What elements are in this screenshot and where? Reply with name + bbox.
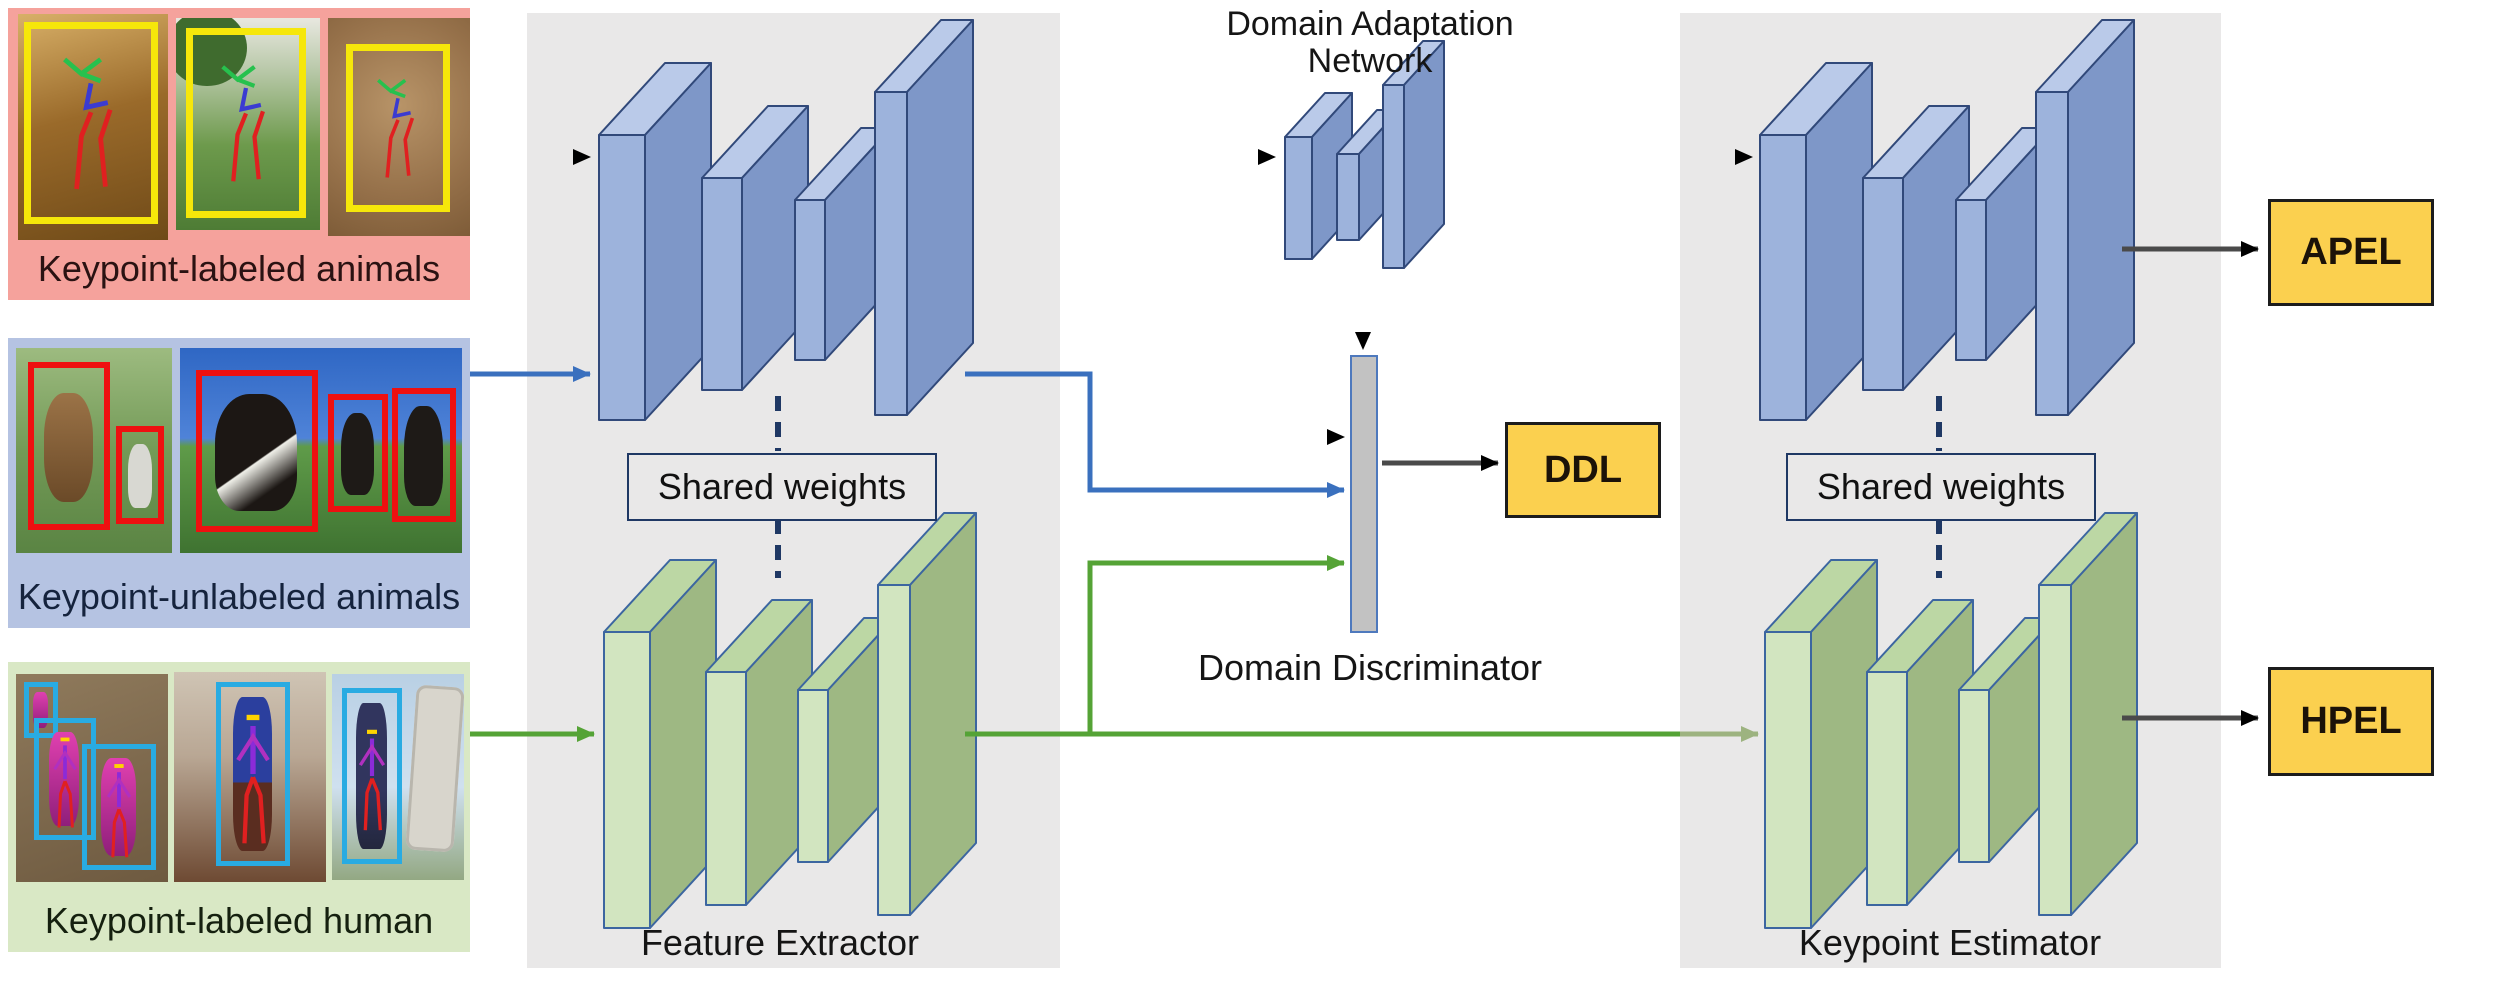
shared-weights-text: Shared weights xyxy=(1816,466,2066,507)
photo-cows-pasture xyxy=(180,348,462,553)
photo-pisa-person xyxy=(332,674,464,880)
bounding-box xyxy=(216,682,290,866)
photo-cows-field xyxy=(16,348,172,553)
source-label: Keypoint-labeled animals xyxy=(37,248,441,289)
bounding-box xyxy=(186,28,306,218)
arrow-red-to-discriminator-top xyxy=(1355,332,1371,350)
source-group-labeled-animals: Keypoint-labeled animals xyxy=(8,8,470,300)
hpel-text: HPEL xyxy=(2300,700,2402,742)
ddl-text: DDL xyxy=(1543,448,1623,491)
domain-discriminator-bar xyxy=(1350,355,1378,633)
apel-text: APEL xyxy=(2300,231,2402,273)
bounding-box xyxy=(28,362,110,530)
photo-kitchen-person xyxy=(174,672,326,882)
cow-shape xyxy=(43,392,93,503)
shared-weights-box-extractor: Shared weights xyxy=(627,453,937,521)
cow-shape xyxy=(340,412,375,496)
source-label: Keypoint-unlabeled animals xyxy=(17,576,461,617)
keypoint-skeleton xyxy=(347,693,397,859)
photo-horse xyxy=(176,18,320,230)
cow-shape xyxy=(404,406,443,507)
apel-box: APEL xyxy=(2268,199,2434,306)
bounding-box xyxy=(34,718,96,840)
keypoint-estimator-label: Keypoint Estimator xyxy=(1798,922,2102,963)
shared-weights-text: Shared weights xyxy=(657,466,907,507)
bounding-box xyxy=(24,22,158,224)
dan-title: Domain Adaptation Network xyxy=(1226,5,1514,81)
photo-cat xyxy=(18,14,168,240)
bounding-box xyxy=(328,394,388,512)
bounding-box xyxy=(196,370,318,532)
keypoint-skeleton xyxy=(221,687,285,861)
keypoint-skeleton xyxy=(87,749,151,865)
cow-shape xyxy=(127,444,152,508)
keypoint-skeleton xyxy=(353,51,443,205)
source-group-unlabeled-animals: Keypoint-unlabeled animals xyxy=(8,338,470,628)
photo-cyclists xyxy=(16,674,168,882)
keypoint-skeleton xyxy=(193,35,299,211)
source-group-labeled-human: Keypoint-labeled human xyxy=(8,662,470,952)
feature-extractor-label: Feature Extractor xyxy=(640,922,920,963)
bounding-box xyxy=(116,426,164,524)
ddl-box: DDL xyxy=(1505,422,1661,518)
source-label: Keypoint-labeled human xyxy=(44,900,434,941)
bounding-box xyxy=(342,688,402,864)
arrow-red-to-discriminator-left xyxy=(1327,429,1345,445)
shared-weights-box-estimator: Shared weights xyxy=(1786,453,2096,521)
domain-discriminator-label: Domain Discriminator xyxy=(1197,647,1543,688)
keypoint-skeleton xyxy=(31,29,151,217)
photo-dog xyxy=(328,18,470,236)
bounding-box xyxy=(392,388,456,522)
cow-shape xyxy=(215,394,297,511)
bounding-box xyxy=(82,744,156,870)
tower-shape xyxy=(405,684,464,853)
hpel-box: HPEL xyxy=(2268,667,2434,776)
bounding-box xyxy=(346,44,450,212)
